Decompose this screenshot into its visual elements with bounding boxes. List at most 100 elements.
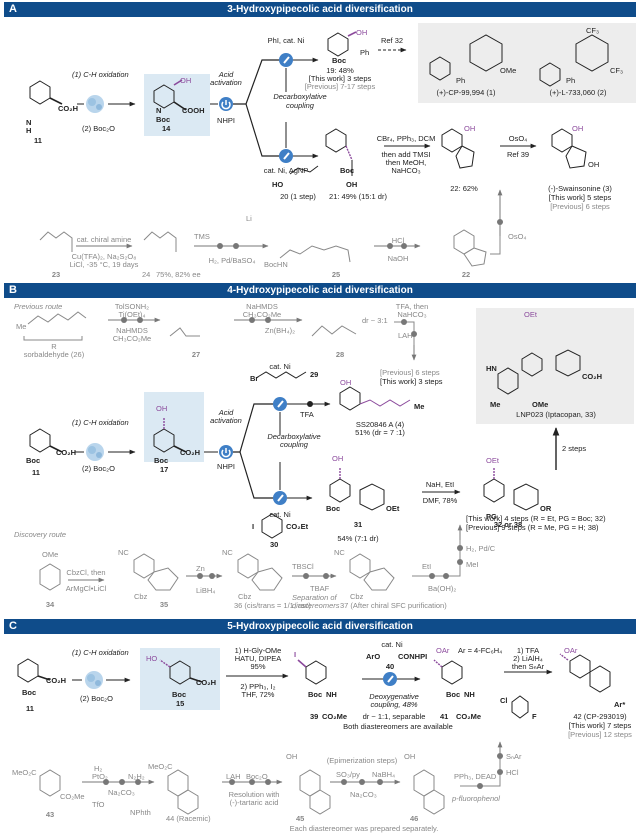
label-tfo: TfO [92, 800, 105, 809]
label-boc: Boc [326, 504, 341, 513]
panel-title: 4-Hydroxypipecolic acid diversification [227, 285, 413, 296]
label-naoh: NaOH [387, 254, 409, 263]
label-ar-definition: Ar = 4-FC₆H₄ [458, 646, 503, 655]
label-then-snar: then SₙAr [511, 662, 545, 671]
label-phi-ni: PhI, cat. Ni [267, 36, 305, 45]
label-oso4: OsO₄ [508, 134, 528, 143]
compound-number-22: 22 [461, 270, 471, 279]
compound-number-40: 40 [385, 662, 395, 671]
target-name-l733060: (+)-L-733,060 (2) [549, 88, 607, 97]
label-oh: OH [356, 28, 368, 37]
label-nh: NH [464, 690, 475, 699]
compound-number-32-or-38: 32 or 38 [493, 520, 523, 529]
label-coupling-48: coupling, 48% [370, 700, 418, 709]
label-me: Me [490, 400, 501, 409]
label-hatu: HATU, DIPEA [234, 654, 282, 663]
label-ref39: Ref 39 [506, 150, 530, 159]
label-libh4: LiBH₄ [196, 586, 216, 595]
label-both-diastereomers: Both diastereomers are available [343, 722, 453, 731]
label-meo2c: MeO₂C [148, 762, 173, 771]
compound-number-25: 25 [331, 270, 341, 279]
label-thf: THF, 72% [241, 690, 275, 699]
label-chiral-amine: cat. chiral amine [76, 235, 132, 244]
label-nhpi: NHPI [217, 116, 235, 125]
compound-number-28: 28 [335, 350, 345, 359]
steps-previous-38: [Previous] 9 steps (R = Me, PG = H; 38) [466, 523, 599, 532]
compound-number-37: 37 (After chiral SFC purification) [340, 601, 447, 610]
label-discovery-route: Discovery route [14, 530, 67, 539]
label-oso4: OsO₄ [508, 232, 527, 241]
compound-number-23: 23 [51, 270, 61, 279]
label-mei: MeI [466, 560, 479, 569]
label-cbz: Cbz [350, 592, 364, 601]
label-each-diastereomer: Each diastereomer was prepared separatel… [289, 824, 439, 833]
panel-title: 3-Hydroxypipecolic acid diversification [227, 4, 413, 15]
label-oar: OAr [564, 646, 578, 655]
panel-letter: B [9, 284, 17, 296]
label-ch-oxidation: (1) C-H oxidation [72, 418, 129, 427]
label-na2co3: Na₂CO₃ [350, 790, 377, 799]
steps-previous-swainsonine: [Previous] 6 steps [550, 202, 610, 211]
label-ho: HO [272, 180, 284, 189]
compound-number-11: 11 [26, 704, 34, 713]
label-co2me: CO₂Me [60, 792, 85, 801]
label-br: Br [250, 374, 259, 383]
label-boc: Boc [446, 690, 461, 699]
label-nahco3: NaHCO₃ [397, 310, 427, 319]
label-f: F [532, 712, 537, 721]
label-resolution: Resolution with [228, 790, 280, 799]
label-cat-ni: cat. Ni [269, 362, 291, 371]
label-oh: OH [156, 404, 168, 413]
label-hn: HN [486, 364, 497, 373]
label-diastereomers: diastereomers [292, 601, 340, 610]
label-cat-ni: cat. Ni [269, 510, 291, 519]
label-boc: Boc [172, 690, 187, 699]
target-name-lnp023: LNP023 (Iptacopan, 33) [516, 410, 596, 419]
label-two-steps: 2 steps [562, 444, 587, 453]
highlight-box-14 [144, 74, 210, 136]
target-name-cp293019: 42 (CP-293019) [573, 712, 627, 721]
label-co2me: CO₂Me [322, 712, 348, 721]
label-lialh4: 2) LiAlH₄ [513, 654, 543, 663]
target-box-b [476, 308, 634, 424]
label-tartaric-acid: (-)-tartaric acid [229, 798, 279, 807]
label-nahmds: NaHMDS [246, 302, 278, 311]
label-oet: OEt [486, 456, 499, 465]
label-cbz: Cbz [134, 592, 148, 601]
label-boc2o: (2) Boc₂O [82, 124, 115, 133]
label-acid: Acid [218, 408, 234, 417]
compound-number-30: 30 [270, 540, 279, 549]
label-zn: Zn [196, 564, 205, 573]
label-aro: ArO [366, 652, 381, 661]
steps-previous-42: [Previous] 12 steps [568, 730, 632, 739]
label-boc: Boc [26, 456, 41, 465]
compound-number-24: 24 [142, 270, 151, 279]
compound-number-44: 44 (Racemic) [166, 814, 211, 823]
label-boc2o: Boc₂O [246, 772, 268, 781]
label-boc: Boc [154, 456, 169, 465]
label-tfa: TFA [300, 410, 314, 419]
label-co2et: CO₂Et [286, 522, 309, 531]
label-boc: Boc [332, 56, 347, 65]
label-co2h: CO₂H [46, 676, 66, 685]
label-snar: SₙAr [506, 752, 522, 761]
label-eti: EtI [422, 562, 432, 571]
catalyst-icon [278, 52, 294, 68]
label-nc: NC [222, 548, 233, 557]
label-nh: NH [326, 690, 337, 699]
label-me: Me [414, 402, 425, 411]
label-decarboxylative: Decarboxylative [267, 432, 321, 441]
label-ni-agnp: cat. Ni, AgNP [263, 166, 309, 175]
steps-previous-19: [Previous] 7-17 steps [304, 82, 376, 91]
panel-letter: A [9, 3, 17, 15]
label-dr: dr ~ 3:1 [362, 316, 388, 325]
label-meo2c: MeO₂C [12, 768, 37, 777]
compound-number-46: 46 [410, 814, 419, 823]
label-cbr4: CBr₄, PPh₃, DCM [376, 134, 436, 143]
power-icon [218, 96, 234, 112]
label-pto2: PtO₂ [92, 772, 108, 781]
label-ome: OMe [500, 66, 517, 75]
yield-22: 22: 62% [450, 184, 478, 193]
label-nc: NC [334, 548, 345, 557]
compound-number-34: 34 [45, 600, 55, 609]
